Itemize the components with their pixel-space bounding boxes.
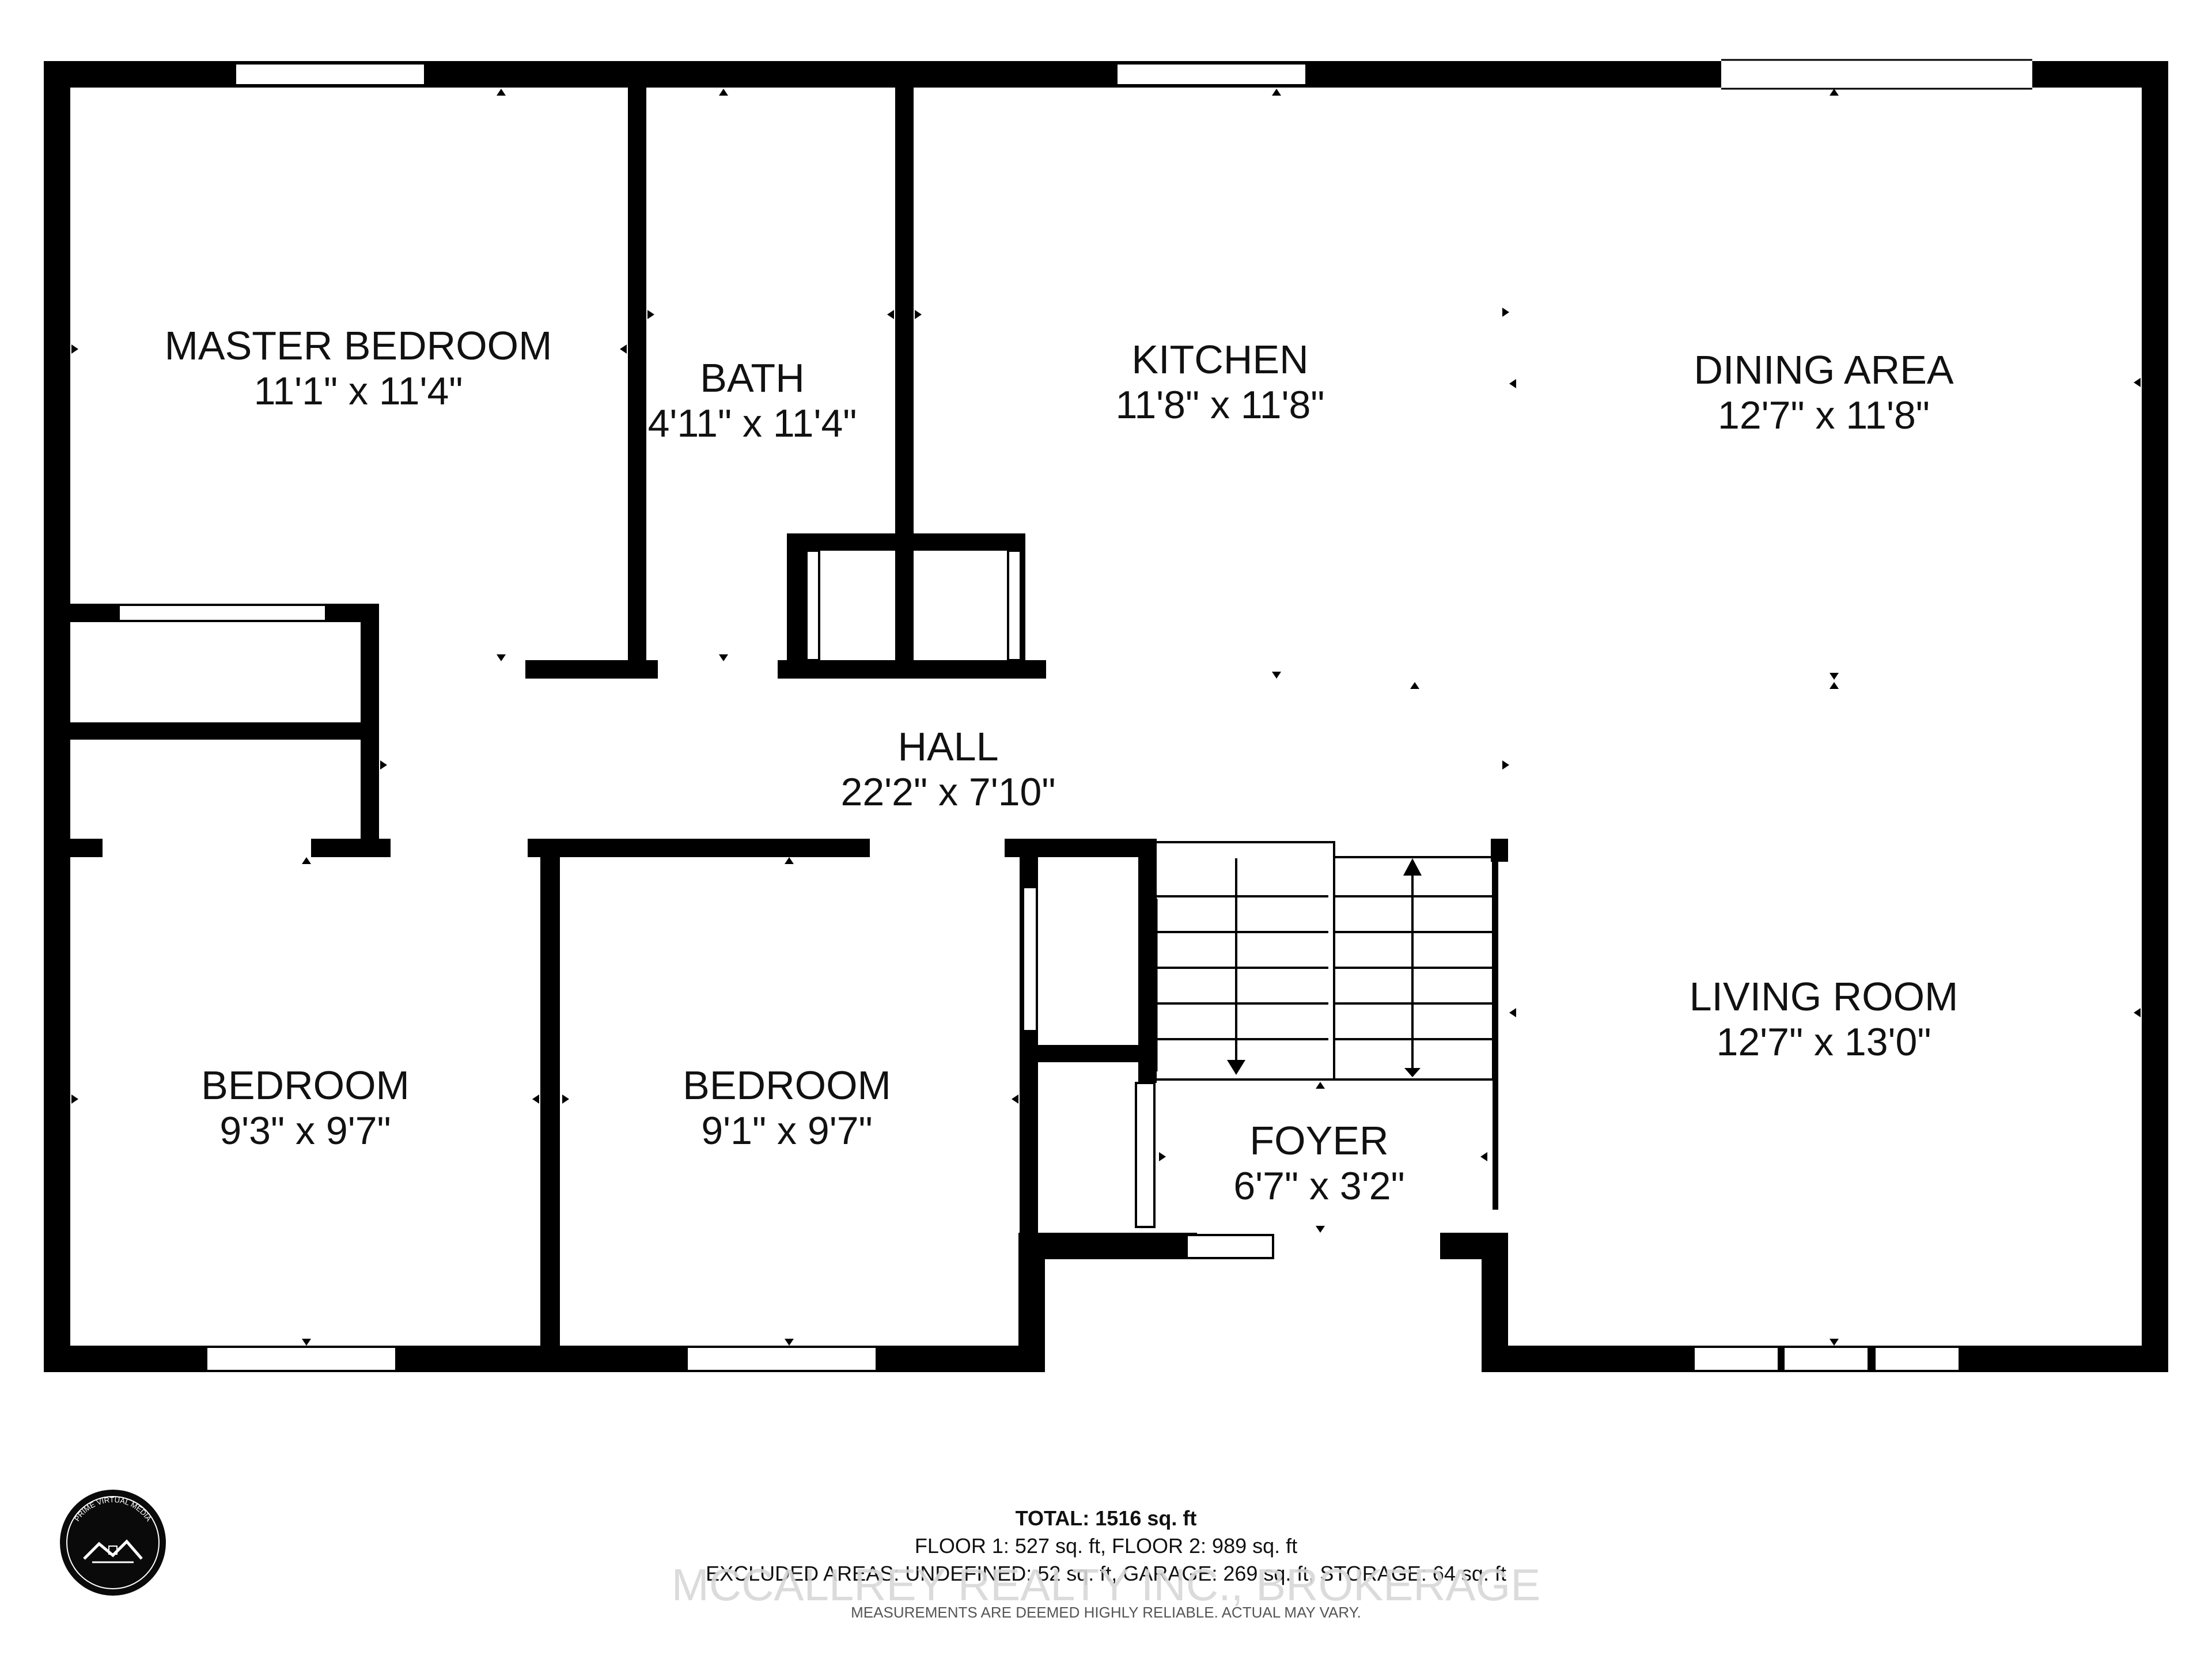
room-bath-dims: 4'11" x 11'4" xyxy=(648,402,857,445)
room-living-room-dims: 12'7" x 13'0" xyxy=(1717,1020,1931,1064)
footer-total: TOTAL: 1516 sq. ft xyxy=(1016,1506,1197,1530)
window-living-3 xyxy=(1873,1346,1961,1372)
room-master-bedroom-dims: 11'1" x 11'4" xyxy=(254,369,463,413)
room-living-room-name: LIVING ROOM xyxy=(1690,974,1959,1019)
room-bedroom-middle-dims: 9'1" x 9'7" xyxy=(701,1109,872,1153)
room-kitchen-dims: 11'8" x 11'8" xyxy=(1116,383,1325,427)
house-roof-icon xyxy=(83,1539,143,1563)
window-foyer xyxy=(1185,1234,1274,1259)
room-kitchen-name: KITCHEN xyxy=(1131,337,1308,382)
room-bedroom-middle-name: BEDROOM xyxy=(683,1063,891,1108)
window-living-2 xyxy=(1782,1346,1870,1372)
opening-dining-top xyxy=(1721,60,2032,89)
window-bedroom-middle xyxy=(685,1346,878,1372)
pantry-window-left xyxy=(805,550,820,661)
company-logo: PRIME VIRTUAL MEDIA xyxy=(60,1490,166,1596)
room-dining-area-name: DINING AREA xyxy=(1694,347,1954,392)
window-master-top xyxy=(234,62,426,86)
footer: TOTAL: 1516 sq. ft FLOOR 1: 527 sq. ft, … xyxy=(672,1506,1540,1621)
room-bedroom-left-name: BEDROOM xyxy=(201,1063,410,1108)
pantry-window-right xyxy=(1007,550,1022,661)
footer-floors: FLOOR 1: 527 sq. ft, FLOOR 2: 989 sq. ft xyxy=(915,1534,1297,1558)
closet-window xyxy=(1022,886,1038,1032)
watermark: MCCALLREY REALTY INC., BROKERAGE xyxy=(672,1559,1540,1610)
window-living-1 xyxy=(1692,1346,1780,1372)
room-bath-name: BATH xyxy=(700,355,805,400)
room-hall-dims: 22'2" x 7'10" xyxy=(841,770,1056,814)
window-kitchen-top xyxy=(1115,62,1308,86)
footer-disclaimer: MEASUREMENTS ARE DEEMED HIGHLY RELIABLE.… xyxy=(851,1604,1361,1621)
window-bedroom-left xyxy=(205,1346,397,1372)
interior-walls xyxy=(69,86,1508,1351)
dimension-markers xyxy=(71,89,2141,1346)
room-labels: MASTER BEDROOM 11'1" x 11'4" BATH 4'11" … xyxy=(165,323,1959,1208)
room-dining-area-dims: 12'7" x 11'8" xyxy=(1718,393,1930,437)
room-master-bedroom-name: MASTER BEDROOM xyxy=(165,323,552,368)
window-closet xyxy=(118,604,327,622)
room-hall-name: HALL xyxy=(897,724,998,769)
footer-excluded: EXCLUDED AREAS: UNDEFINED: 52 sq. ft, GA… xyxy=(706,1562,1506,1585)
room-foyer-name: FOYER xyxy=(1249,1118,1388,1163)
foyer-side-window xyxy=(1135,1082,1156,1228)
room-bedroom-left-dims: 9'3" x 9'7" xyxy=(219,1109,391,1153)
stairs xyxy=(1154,841,1498,1210)
windows xyxy=(118,59,2032,1372)
room-foyer-dims: 6'7" x 3'2" xyxy=(1233,1164,1404,1208)
